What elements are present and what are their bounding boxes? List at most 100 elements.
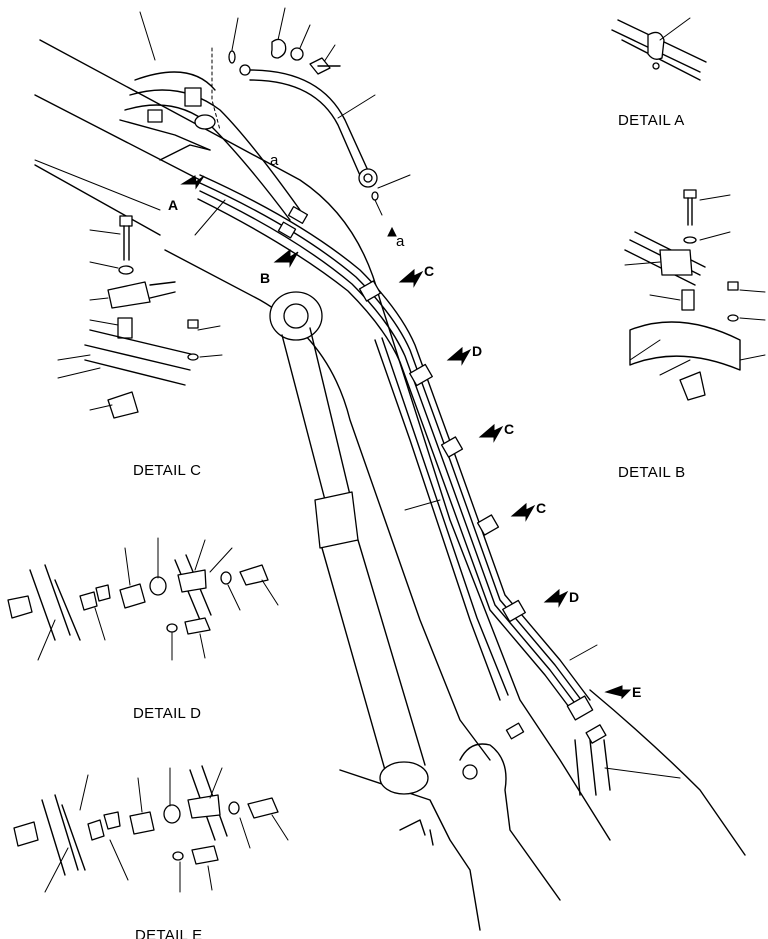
clamp-d1 [409, 363, 433, 387]
clamp-detail-a [647, 31, 665, 60]
flex-hose-1 [249, 69, 371, 176]
plate-detail-e [41, 794, 86, 876]
washer [683, 236, 697, 244]
clamp-detail-c [107, 281, 151, 309]
clamp-e [566, 695, 594, 721]
clamp-c1 [358, 280, 382, 302]
leader-line [34, 159, 161, 211]
spacer [149, 576, 167, 596]
boom-edge-line [34, 164, 161, 236]
detail-d-caption: DETAIL D [133, 705, 201, 722]
pipe-4 [197, 198, 576, 716]
leader-line [299, 24, 311, 49]
bolt-head [119, 215, 133, 227]
pipe-6 [381, 337, 509, 696]
plate-detail-b [629, 321, 741, 371]
detail-a-drawing [611, 17, 707, 81]
plate-detail-c [84, 329, 196, 386]
hose-end-fitting [239, 64, 251, 76]
foot-detail [399, 819, 434, 846]
leader-line [337, 94, 376, 119]
pipe-1 [199, 174, 591, 701]
arrow-c2-marker [478, 423, 504, 443]
boom-cylinder [269, 291, 429, 795]
clamp-upper [147, 109, 163, 123]
clamp-c2 [440, 436, 464, 458]
view-label-b: B [260, 270, 270, 286]
clamp-e [585, 724, 607, 744]
washer [187, 353, 199, 361]
cylinder-bottom [379, 761, 429, 795]
leader-line [569, 644, 598, 661]
detail-e-drawing [13, 765, 289, 893]
pipe-5 [374, 339, 501, 701]
hose-upper-3 [134, 71, 216, 91]
hose-bracket [159, 144, 211, 161]
arrow-c3-marker [510, 502, 536, 522]
clamp-upper [184, 87, 202, 107]
leader-line [194, 199, 226, 236]
arrow-c1-marker [398, 268, 424, 288]
clamp-bolt [652, 62, 660, 70]
bolt-shank [687, 197, 693, 226]
washer [172, 851, 184, 861]
boom-upper-edge [39, 39, 611, 841]
clamp-detail-e [187, 794, 221, 819]
pipe-ends [574, 739, 611, 796]
view-label-a: A [168, 197, 178, 213]
bolt-detail-d [184, 617, 211, 635]
clamp-half [95, 584, 111, 602]
clamp-half [87, 819, 105, 841]
detail-a-caption: DETAIL A [618, 112, 685, 129]
detail-c-drawing [57, 215, 223, 419]
view-arrows: A B C D C C D E a a [168, 152, 641, 700]
fitting-foot [505, 722, 525, 740]
leader-lines-c [57, 229, 223, 411]
pipe-3 [199, 190, 581, 711]
view-label-d: D [569, 589, 579, 605]
pipe-stub [149, 281, 176, 299]
clamp-half [7, 595, 33, 619]
clip-detail-c [107, 391, 139, 419]
cylinder-pin [283, 303, 309, 329]
o-ring [228, 50, 236, 64]
arrow-d2-marker [543, 588, 569, 608]
spacer [117, 317, 133, 339]
clamp-half [103, 811, 121, 830]
detail-c-caption: DETAIL C [133, 462, 201, 479]
leader-line [659, 17, 691, 41]
leader-line [231, 17, 239, 51]
bolt-detail-d [239, 564, 269, 586]
washer [727, 314, 739, 322]
fitting [287, 206, 309, 224]
dash-line [374, 199, 383, 216]
hose-upper-1 [129, 89, 301, 211]
dash-leader [211, 47, 221, 131]
spacer [163, 804, 181, 824]
detail-b-caption: DETAIL B [618, 464, 685, 481]
arrow-a-marker [180, 175, 205, 190]
detail-e-caption: DETAIL E [135, 927, 202, 939]
boom-foot-plate [459, 743, 561, 901]
flex-hose-2 [249, 79, 363, 181]
clamp-c3 [476, 514, 500, 536]
connection-mark-a: a [396, 233, 405, 250]
top-hardware [211, 38, 397, 237]
clamp-detail-d [177, 569, 207, 593]
clamp-body [129, 811, 155, 835]
leader-lines-b [624, 194, 766, 376]
o-ring [371, 191, 379, 201]
clamp-body [119, 583, 146, 609]
cylinder-rod [281, 327, 351, 501]
leader-lines [34, 7, 681, 779]
bolt-head [187, 319, 199, 329]
boom-assembly [34, 39, 746, 931]
cylinder-tube [321, 539, 426, 771]
detail-d-drawing [7, 537, 279, 661]
washer [290, 47, 304, 61]
bolt-head [727, 281, 739, 291]
clamp-upper [194, 114, 216, 130]
spacer [681, 289, 695, 311]
